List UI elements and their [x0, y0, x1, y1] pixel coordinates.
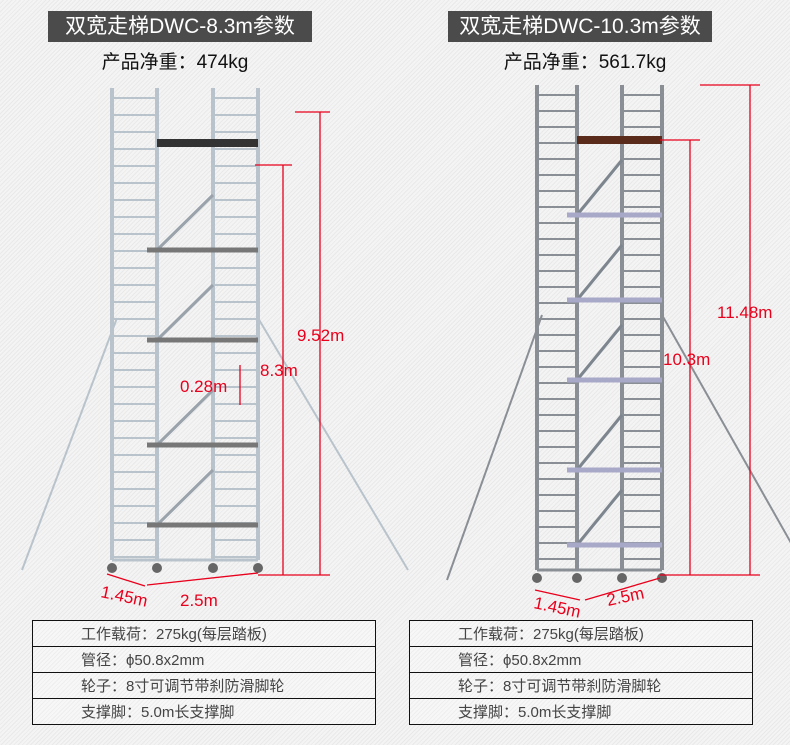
- stair-stringer: [575, 244, 624, 301]
- table-row: 工作载荷：275kg(每层踏板): [32, 620, 376, 647]
- left-scaffold-illustration: [21, 88, 409, 573]
- caster-wheel: [617, 573, 627, 583]
- right-net-weight: 产品净重：561.7kg: [503, 52, 667, 73]
- left-total-height-label: 9.52m: [297, 326, 344, 345]
- caster-wheel: [532, 573, 542, 583]
- right-total-height-label: 11.48m: [717, 303, 772, 322]
- left-step-gap-label: 0.28m: [180, 377, 227, 396]
- left-spec-table: 工作载荷：275kg(每层踏板) 管径：ϕ50.8x2mm 轮子：8寸可调节带刹…: [32, 620, 376, 725]
- outrigger: [257, 317, 409, 571]
- stair-stringer: [155, 388, 215, 447]
- table-row: 轮子：8寸可调节带刹防滑脚轮: [32, 672, 376, 699]
- right-length-label: 2.5m: [605, 583, 646, 609]
- stair-stringer: [575, 324, 624, 381]
- table-row: 管径：ϕ50.8x2mm: [32, 646, 376, 673]
- spec-wheel: 轮子：8寸可调节带刹防滑脚轮: [32, 672, 376, 699]
- table-row: 支撑脚：5.0m长支撑脚: [409, 698, 753, 725]
- right-platform-height-label: 10.3m: [663, 350, 710, 369]
- spec-load: 工作载荷：275kg(每层踏板): [409, 620, 753, 647]
- left-net-weight: 产品净重：474kg: [101, 52, 249, 73]
- table-row: 支撑脚：5.0m长支撑脚: [32, 698, 376, 725]
- spec-outrigger: 支撑脚：5.0m长支撑脚: [409, 698, 753, 725]
- stair-stringer: [155, 193, 215, 252]
- caster-wheel: [208, 563, 218, 573]
- left-length-label: 2.5m: [180, 591, 218, 610]
- table-row: 管径：ϕ50.8x2mm: [409, 646, 753, 673]
- stair-stringer: [575, 489, 624, 546]
- stair-stringer: [575, 159, 624, 216]
- table-row: 轮子：8寸可调节带刹防滑脚轮: [409, 672, 753, 699]
- right-width-label: 1.45m: [532, 593, 582, 621]
- right-model-title: 双宽走梯DWC-10.3m参数: [448, 11, 712, 42]
- caster-wheel: [107, 563, 117, 573]
- outrigger: [661, 314, 790, 544]
- caster-wheel: [253, 563, 263, 573]
- table-row: 工作载荷：275kg(每层踏板): [409, 620, 753, 647]
- outrigger: [21, 317, 118, 571]
- spec-tube: 管径：ϕ50.8x2mm: [409, 646, 753, 673]
- left-platform-height-label: 8.3m: [260, 361, 298, 380]
- outrigger: [446, 314, 543, 581]
- dimension-lines: [106, 84, 760, 601]
- stair-stringer: [155, 468, 215, 527]
- stair-stringer: [155, 283, 215, 342]
- spec-load: 工作载荷：275kg(每层踏板): [32, 620, 376, 647]
- stair-stringer: [575, 414, 624, 471]
- left-model-title: 双宽走梯DWC-8.3m参数: [48, 11, 312, 42]
- caster-wheel: [152, 563, 162, 573]
- right-spec-table: 工作载荷：275kg(每层踏板) 管径：ϕ50.8x2mm 轮子：8寸可调节带刹…: [409, 620, 753, 725]
- spec-outrigger: 支撑脚：5.0m长支撑脚: [32, 698, 376, 725]
- spec-tube: 管径：ϕ50.8x2mm: [32, 646, 376, 673]
- right-scaffold-illustration: [446, 85, 790, 583]
- left-width-label: 1.45m: [99, 582, 149, 610]
- caster-wheel: [572, 573, 582, 583]
- spec-wheel: 轮子：8寸可调节带刹防滑脚轮: [409, 672, 753, 699]
